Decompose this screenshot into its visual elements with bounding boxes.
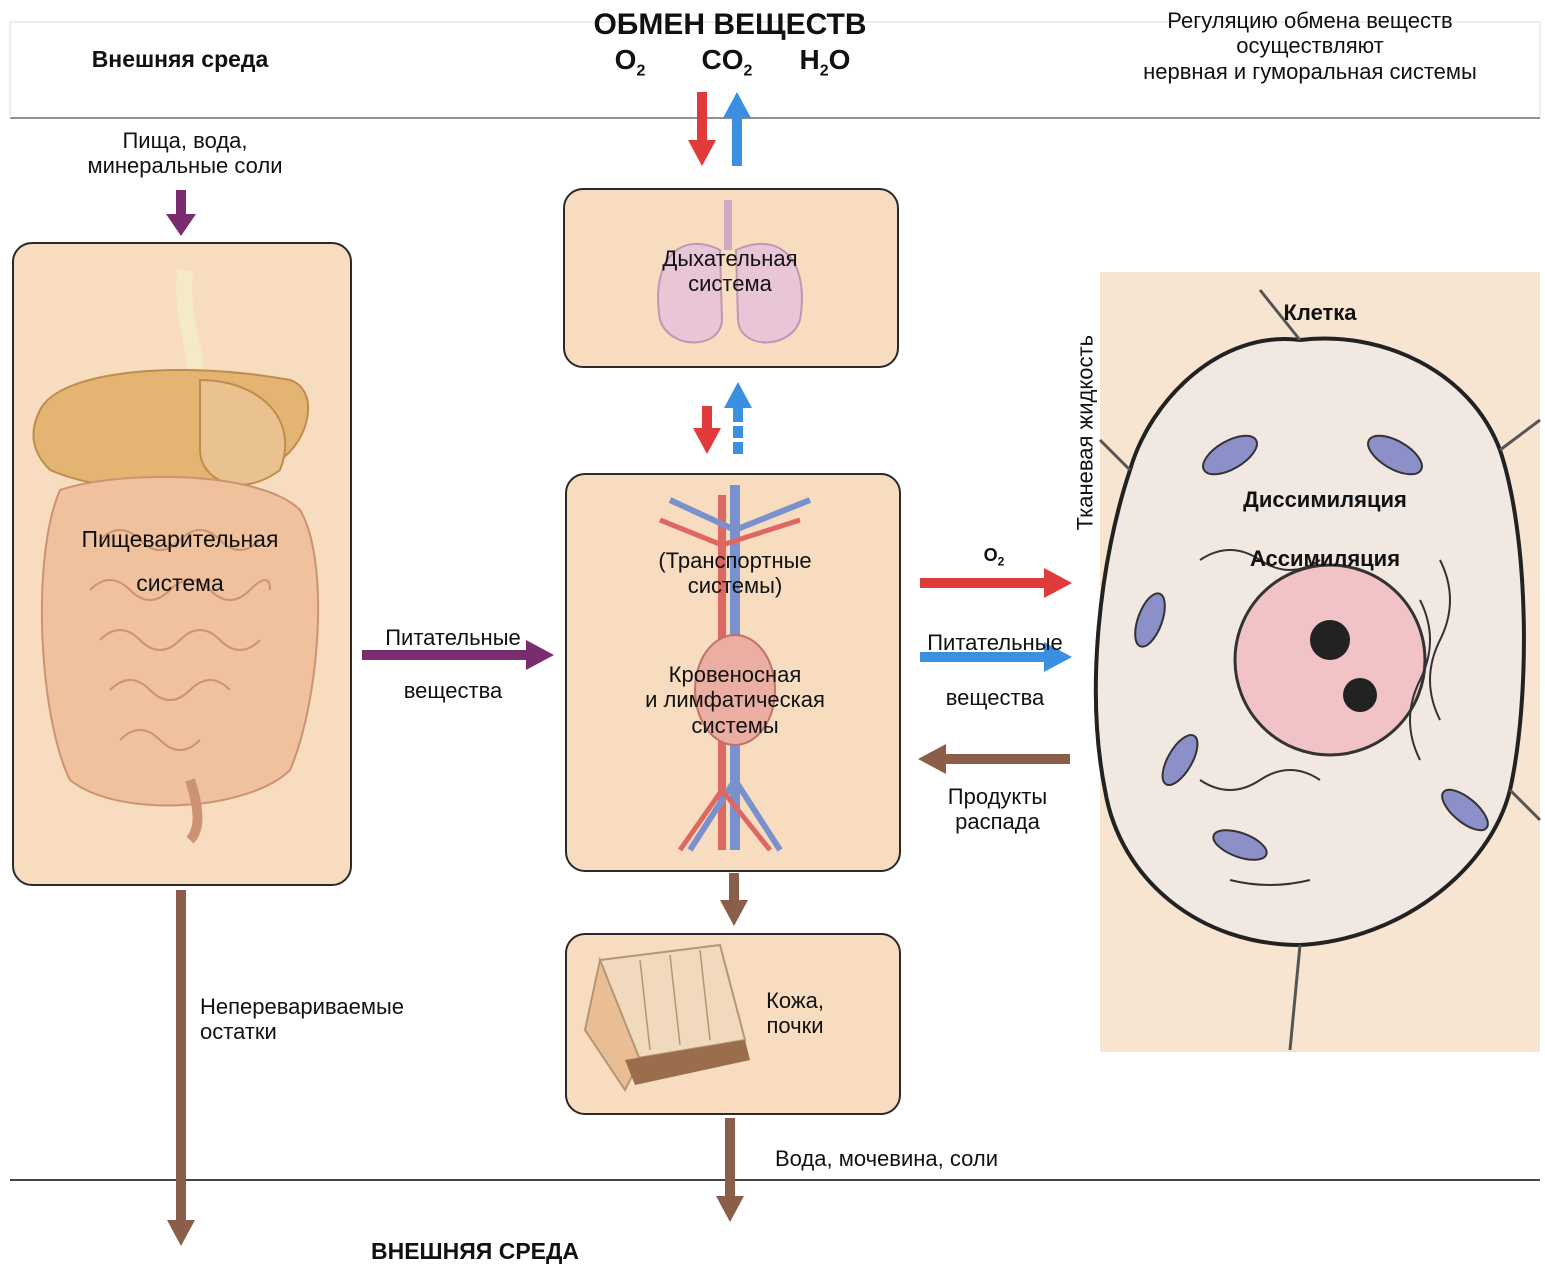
respiratory-line-1: Дыхательная (600, 246, 860, 271)
nutrients-right-line-2: вещества (905, 670, 1085, 725)
nutrients-left-line-2: вещества (358, 665, 548, 718)
decay-arrow (918, 744, 1070, 774)
digestive-line-2: система (40, 562, 320, 606)
transport-line-3: Кровеносная (595, 662, 875, 687)
respiratory-system-label: Дыхательная система (600, 246, 860, 297)
transport-line-5: системы (595, 713, 875, 738)
o2-arrow-right (920, 568, 1072, 598)
nutrients-right-line-1: Питательные (905, 615, 1085, 670)
digestive-line-1: Пищеварительная (40, 518, 320, 562)
skin-kidneys-label: Кожа, почки (735, 988, 855, 1039)
respiratory-line-2: система (600, 271, 860, 296)
undigested-label: Неперевариваемые остатки (200, 994, 460, 1045)
decay-products-label: Продукты распада (915, 784, 1080, 835)
co2-arrow-middle (724, 382, 752, 454)
assimilation-label: Ассимиляция (1200, 546, 1450, 571)
dissimilation-label: Диссимиляция (1200, 487, 1450, 512)
decay-line-2: распада (915, 809, 1080, 834)
cell-title: Клетка (1260, 300, 1380, 325)
cell-illustration (1096, 272, 1540, 1052)
nutrients-left-line-1: Питательные (358, 612, 548, 665)
digestive-system-label: Пищеварительная система (40, 518, 320, 605)
food-arrow (166, 190, 196, 236)
undigested-line-1: Неперевариваемые (200, 994, 460, 1019)
excretion-arrow (716, 1118, 744, 1222)
undigested-arrow (167, 890, 195, 1246)
excretion-label: Вода, мочевина, соли (775, 1146, 1065, 1171)
transport-line-1: (Транспортные (595, 548, 875, 573)
o2-arrow-top (688, 92, 716, 166)
skin-line-2: почки (735, 1013, 855, 1038)
external-env-bottom-label: ВНЕШНЯЯ СРЕДА (330, 1238, 620, 1264)
transport-systems-label: (Транспортные системы) (595, 548, 875, 599)
decay-line-1: Продукты (915, 784, 1080, 809)
transport-line-4: и лимфатическая (595, 687, 875, 712)
o2-right-label: O2 (972, 545, 1016, 569)
transport-to-skin-arrow (720, 873, 748, 926)
tissue-fluid-label: Тканевая жидкость (1072, 313, 1097, 553)
o2-arrow-middle (693, 406, 721, 454)
transport-line-2: системы) (595, 573, 875, 598)
nutrients-left-label: Питательные вещества (358, 612, 548, 718)
circulatory-label: Кровеносная и лимфатическая системы (595, 662, 875, 738)
nutrients-right-label: Питательные вещества (905, 615, 1085, 725)
co2-arrow-top (723, 92, 751, 166)
undigested-line-2: остатки (200, 1019, 460, 1044)
skin-illustration (585, 945, 750, 1090)
skin-line-1: Кожа, (735, 988, 855, 1013)
